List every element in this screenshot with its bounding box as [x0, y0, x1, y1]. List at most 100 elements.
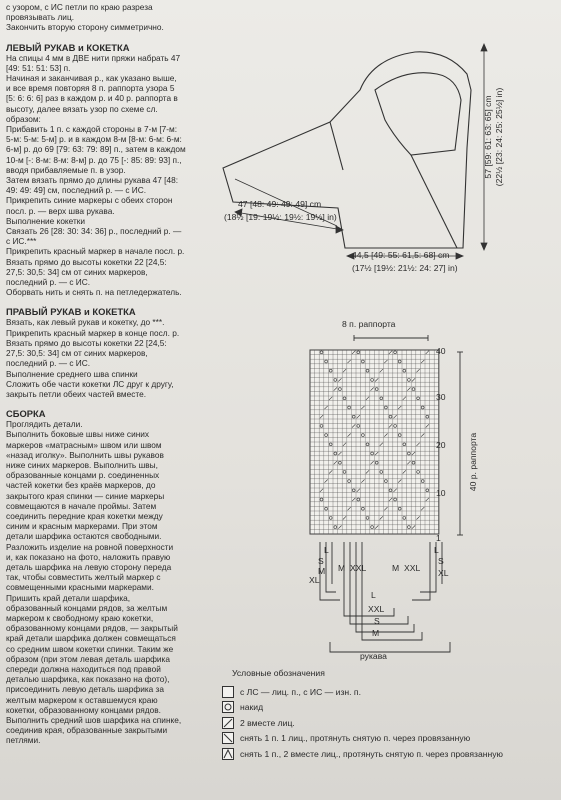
yarn-over-symbol [351, 414, 356, 419]
decrease-symbol [361, 479, 365, 483]
text-line: Выполнить боковые швы ниже синих [6, 429, 150, 440]
text-line: совмещаются в начале проймы. Затем [6, 500, 157, 511]
text-line: частей кокетки без краёв маркеров, до [6, 480, 156, 491]
yarn-over-symbol [425, 414, 430, 419]
text-line: деталью шарфика, как показано на фото), [6, 674, 170, 685]
row-label-20: 20 [436, 440, 446, 450]
decrease-symbol [374, 451, 379, 456]
text-line: [49: 51: 51: 53] п. [6, 62, 71, 73]
yarn-over-symbol [319, 497, 324, 502]
decrease-symbol [388, 350, 393, 355]
size-label-left-s: S [318, 556, 324, 566]
repeat-side-label: 40 р. раппорта [468, 432, 478, 492]
decrease-symbol [351, 424, 356, 428]
right-sleeve-text: Вязать, как левый рукав и кокетку, до **… [6, 317, 198, 399]
decrease-symbol [365, 396, 370, 401]
text-line: и все время повторяя 8 п. раппорта узора… [6, 83, 175, 94]
text-line: 27,5: 30,5: 34] см от синих маркеров, [6, 266, 148, 277]
yarn-over-symbol [329, 368, 333, 373]
text-line: вводя прибавляемые п. в узор. [6, 164, 126, 175]
decrease-symbol [342, 516, 347, 520]
bracket-label-l: L [371, 590, 376, 600]
size-label-mid-xxl1: XXL [350, 563, 367, 573]
text-line: Начиная и заканчивая р., как указано выш… [6, 73, 177, 84]
triangle-symbol [222, 747, 234, 760]
text-line: Выполнение среднего шва спинки [6, 368, 138, 379]
text-line: совмещенными красными маркерами. [6, 582, 154, 593]
text-line: закрытого края спинки — синие маркеры [6, 490, 165, 501]
text-line: 49: 49: 49] см, последний р. — с ИС. [6, 185, 147, 196]
text-line: Проглядить детали. [6, 419, 83, 430]
text-line: На спицы 4 мм в ДВЕ нити пряжи набрать 4… [6, 52, 181, 63]
yarn-over-symbol [356, 350, 360, 354]
intro-line: Закончить вторую сторону симметрично. [6, 22, 164, 33]
yarn-over-symbol [393, 497, 397, 502]
decrease-symbol [384, 506, 388, 511]
instructions-column: с узором, с ИС петли по краю разреза про… [6, 2, 198, 746]
bracket-label-m: M [372, 628, 380, 638]
legend-item-k2tog: 2 вместе лиц. [222, 715, 552, 731]
circle-symbol [222, 701, 234, 714]
decrease-symbol [416, 516, 420, 520]
yarn-over-symbol [411, 461, 416, 465]
text-line: соединив края, образованные закрытыми [6, 725, 168, 736]
decrease-symbol [319, 488, 324, 493]
text-line: последний р. — с ИС. [6, 277, 91, 288]
text-line: Разложить изделие на ровной поверхности [6, 541, 174, 552]
text-line: Связать 26 [28: 30: 34: 36] р., последни… [6, 226, 182, 237]
yarn-over-symbol [347, 405, 351, 410]
yarn-over-symbol [342, 470, 347, 474]
yarn-over-symbol [370, 378, 374, 382]
decrease-symbol [420, 433, 425, 437]
text-line: маркеров «матрасным» швом или швом [6, 439, 162, 450]
text-line: деталь шарфика на левую сторону переда [6, 561, 172, 572]
text-line: закрыть петли обеих частей вместе. [6, 388, 147, 399]
yarn-over-symbol [347, 479, 351, 483]
yarn-over-symbol [374, 387, 379, 391]
yarn-over-symbol [407, 451, 411, 456]
decrease-symbol [351, 350, 356, 355]
yarn-over-symbol [319, 424, 324, 428]
text-line: со средним швом кокетки спинки. Таким же [6, 643, 174, 654]
yarn-over-symbol [342, 396, 347, 401]
legend-item-yarn-over: накид [222, 700, 552, 716]
text-line: Прикрепить красный маркер в конце посл. … [6, 327, 180, 338]
yarn-over-symbol [356, 497, 360, 502]
text-line: Прикрепить красный маркер в начале посл.… [6, 246, 185, 257]
decrease-symbol [328, 396, 333, 401]
yarn-over-symbol [393, 350, 397, 354]
text-line: маркером к свободному краю кокетки, [6, 612, 154, 623]
bracket-label-xxl: XXL [368, 604, 385, 614]
bracket-label-s: S [374, 616, 380, 626]
text-line: Затем вязать прямо до длины рукава 47 [4… [6, 175, 179, 186]
decrease-symbol [361, 405, 365, 410]
yarn-over-symbol [333, 525, 337, 529]
decrease-symbol [356, 414, 361, 419]
size-label-right-xl: XL [438, 568, 449, 578]
text-line: и, как показано на фото, наложить правую [6, 551, 171, 562]
decrease-symbol [393, 414, 397, 419]
decrease-symbol [379, 516, 384, 520]
legend-title: Условные обозначения [232, 668, 325, 678]
decrease-symbol [397, 479, 402, 483]
yarn-over-symbol [338, 387, 342, 391]
text-line: детали шарфика остаются свободными. [6, 531, 162, 542]
text-line: образом: [6, 113, 41, 124]
decrease-symbol [370, 460, 374, 465]
repeat-top-label: 8 п. раппорта [342, 319, 396, 329]
assembly-title: СБОРКА [6, 408, 46, 420]
decrease-symbol [338, 525, 342, 529]
yarn-over-symbol [333, 451, 337, 456]
row-label-1: 1 [436, 533, 441, 543]
text-line: Оборвать нить и снять п. на петледержате… [6, 287, 182, 298]
text-line: Сложить обе части кокетки ЛС друг к друг… [6, 378, 174, 389]
yarn-over-symbol [379, 396, 384, 401]
yarn-over-symbol [338, 461, 342, 465]
decrease-symbol [342, 442, 347, 447]
yarn-over-symbol [384, 479, 388, 483]
slash-left-symbol [222, 732, 234, 745]
yarn-over-symbol [420, 405, 425, 410]
yarn-over-symbol [393, 424, 397, 428]
decrease-symbol [425, 350, 430, 355]
